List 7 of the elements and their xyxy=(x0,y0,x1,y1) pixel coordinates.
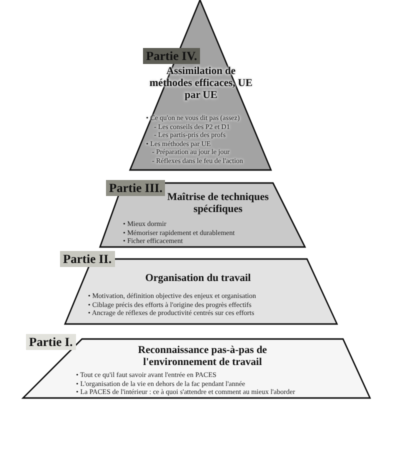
section-heading: Reconnaissance pas-à-pas de l'environnement de travail xyxy=(137,345,268,369)
section-heading: Maîtrise de techniques spécifiques xyxy=(166,192,270,216)
part-label: Partie II. xyxy=(60,251,115,267)
section-heading: Organisation du travail xyxy=(144,273,252,285)
part-label: Partie I. xyxy=(26,334,76,350)
part-label: Partie III. xyxy=(106,180,166,196)
part-label: Partie IV. xyxy=(143,48,200,64)
